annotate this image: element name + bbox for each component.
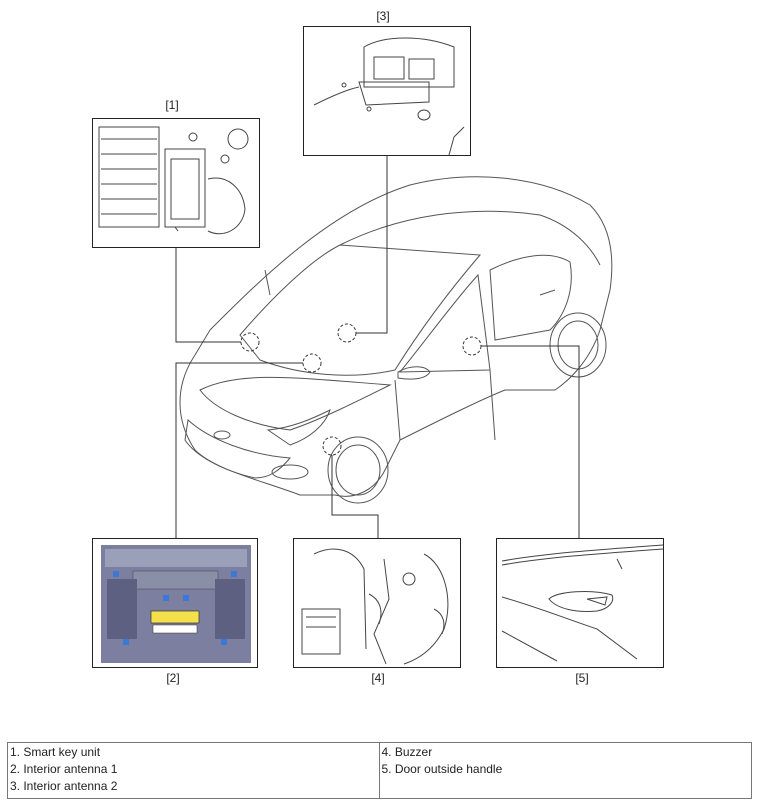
legend-item: 3. Interior antenna 2 bbox=[10, 779, 118, 793]
car-side-window-front bbox=[398, 273, 491, 373]
car-rear-wheel bbox=[549, 312, 607, 378]
antenna-unit bbox=[150, 610, 200, 624]
detail-panel-3 bbox=[303, 26, 471, 156]
car-grille bbox=[184, 419, 292, 479]
legend-item: 4. Buzzer bbox=[381, 745, 433, 759]
panel-label-1: [1] bbox=[165, 98, 179, 112]
leader-line-1 bbox=[175, 246, 241, 343]
legend-column-left: 1. Smart key unit 2. Interior antenna 1 … bbox=[8, 743, 380, 798]
car-mirror bbox=[397, 366, 431, 380]
panel-label-3: [3] bbox=[376, 9, 390, 23]
location-marker-5 bbox=[462, 336, 482, 356]
location-marker-2 bbox=[302, 353, 322, 373]
detail-panel-4 bbox=[293, 538, 461, 668]
detail-panel-5 bbox=[496, 538, 664, 668]
location-marker-3 bbox=[337, 323, 357, 343]
legend-column-right: 4. Buzzer 5. Door outside handle bbox=[380, 743, 752, 798]
car-hood bbox=[199, 376, 392, 431]
leader-line-4 bbox=[331, 455, 379, 540]
car-front-wheel bbox=[327, 436, 389, 504]
legend-item: 2. Interior antenna 1 bbox=[10, 762, 118, 776]
legend-item: 5. Door outside handle bbox=[381, 762, 503, 776]
antenna-bar bbox=[358, 81, 430, 106]
car-windshield bbox=[239, 244, 482, 376]
panel-label-5: [5] bbox=[575, 671, 589, 685]
car-headlight bbox=[266, 409, 331, 446]
leader-line-2 bbox=[175, 362, 303, 540]
legend-item: 1. Smart key unit bbox=[10, 745, 101, 759]
location-marker-4 bbox=[322, 436, 342, 456]
panel-label-2: [2] bbox=[166, 671, 180, 685]
door-handle bbox=[548, 591, 614, 612]
leader-line-5 bbox=[481, 345, 580, 540]
location-marker-1 bbox=[240, 332, 260, 352]
car-diagram bbox=[175, 154, 613, 540]
car-side-window-rear bbox=[489, 254, 572, 341]
detail-panel-2 bbox=[92, 538, 258, 668]
detail-panel-1 bbox=[92, 118, 260, 248]
legend-table: 1. Smart key unit 2. Interior antenna 1 … bbox=[7, 742, 752, 799]
leader-line-3 bbox=[356, 154, 388, 334]
car-logo bbox=[213, 430, 231, 440]
buzzer-body bbox=[301, 608, 341, 655]
panel-label-4: [4] bbox=[371, 671, 385, 685]
